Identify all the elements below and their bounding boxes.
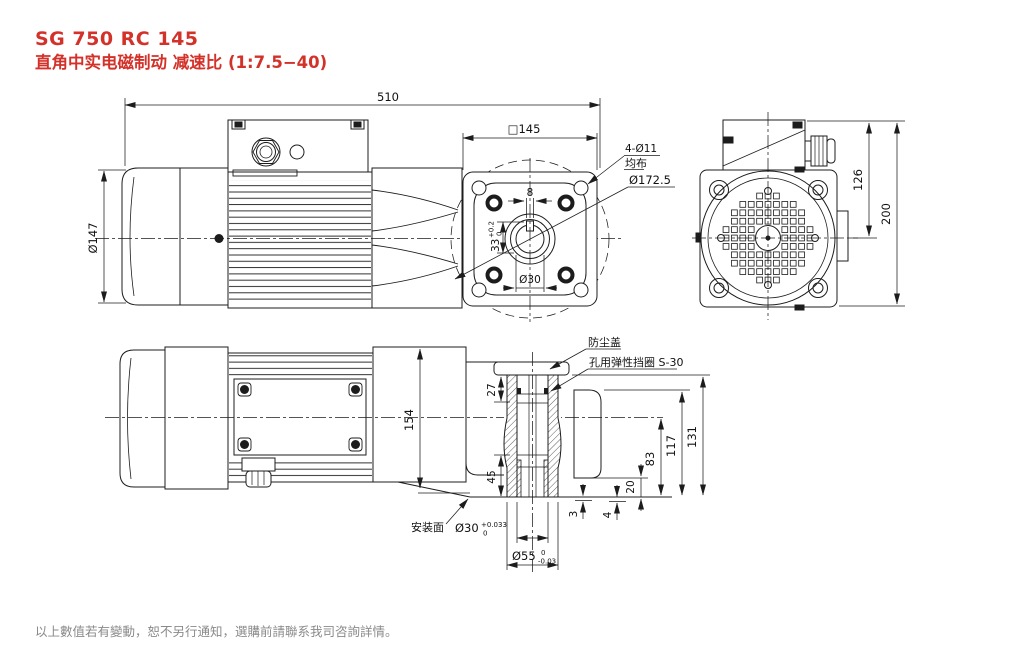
dim-output-bore-tol-dn: 0 [483,530,487,538]
dim-4: 4 [602,511,614,518]
dim-117: 117 [664,435,678,457]
dim-3: 3 [568,511,580,518]
label-corner-holes-note: 均布 [625,157,647,170]
dim-hub-tol-up: 0 [541,549,545,557]
section-view: 防尘盖 孔用弹性挡圈 S-30 27 45 131 117 83 [411,335,710,572]
label-corner-holes: 4-Ø11 [625,143,657,155]
side-view: 510 Ø147 [86,90,622,309]
dim-45: 45 [486,470,498,483]
dim-key-height: 33 [490,239,502,252]
dim-hub-55: Ø55 [512,549,536,563]
dim-key-height-tol-up: +0.2 [488,221,496,238]
dim-bolt-circle: Ø172.5 [629,173,671,187]
dim-output-bore: Ø30 [455,521,479,535]
dim-key-width: 8 [527,187,534,199]
model-subtitle: 直角中实电磁制动 减速比 (1:7.5−40) [35,52,328,72]
label-dust-cover: 防尘盖 [588,335,621,349]
dim-output-bore-tol-up: +0.033 [481,521,507,529]
plan-view: 154 [105,346,663,498]
dim-126: 126 [851,169,865,191]
dim-510: 510 [377,90,399,104]
model-title: SG 750 RC 145 [35,28,199,50]
dim-hub-tol-dn: -0.03 [538,558,556,566]
footer-note: 以上數值若有變動，恕不另行通知，選購前請聯系我司咨詢詳情。 [35,624,398,639]
rear-view: 126 200 [692,112,905,320]
dim-fan-diameter: Ø147 [86,222,100,253]
dim-20: 20 [625,480,637,493]
dim-200: 200 [879,203,893,225]
dim-key-height-tol-dn: 0 [496,232,504,236]
dim-83: 83 [643,452,657,467]
dim-27: 27 [486,383,498,396]
label-circlip: 孔用弹性挡圈 S-30 [589,355,683,369]
dim-square-145: □145 [508,122,541,136]
drawing-header: SG 750 RC 145 直角中实电磁制动 减速比 (1:7.5−40) [35,28,327,73]
dim-bore-30: Ø30 [519,274,541,286]
dim-154: 154 [402,409,416,431]
front-flange-view: 8 33 +0.2 0 Ø30 4-Ø11 均布 [450,122,675,322]
label-mounting-face: 安装面 [411,520,444,534]
dim-131: 131 [685,426,699,448]
